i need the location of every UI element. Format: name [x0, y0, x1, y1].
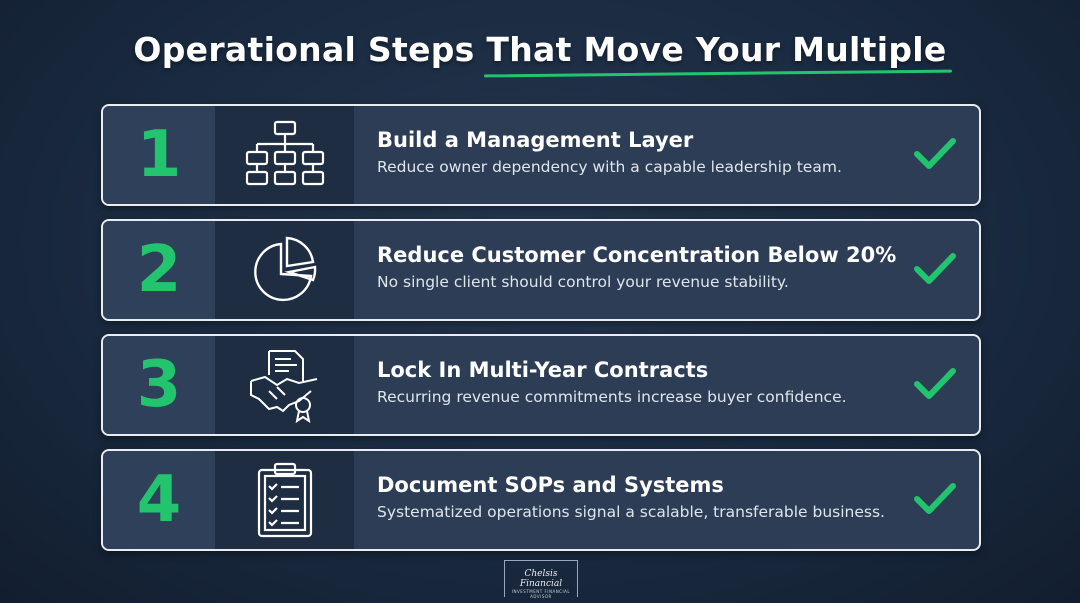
- logo-tagline: INVESTMENT FINANCIAL ADVISOR: [511, 589, 571, 599]
- step-number: 1: [103, 106, 215, 204]
- title-part: Operational Steps: [133, 30, 487, 69]
- page-title: Operational Steps That Move Your Multipl…: [0, 30, 1080, 69]
- step-number: 2: [103, 221, 215, 319]
- step-description: Systematized operations signal a scalabl…: [377, 503, 885, 521]
- checkmark-icon: [914, 253, 956, 284]
- org-chart-icon: [215, 106, 354, 204]
- brand-logo: Chelsis Financial INVESTMENT FINANCIAL A…: [504, 560, 578, 599]
- step-heading: Document SOPs and Systems: [377, 473, 724, 497]
- step-number: 3: [103, 336, 215, 434]
- clipboard-checklist-icon: [215, 451, 354, 549]
- step-heading: Lock In Multi-Year Contracts: [377, 358, 709, 382]
- logo-name: Chelsis Financial: [519, 569, 563, 589]
- checkmark-icon: [914, 138, 956, 169]
- step-heading: Reduce Customer Concentration Below 20%: [377, 243, 897, 267]
- checkmark-icon: [914, 368, 956, 399]
- step-number: 4: [103, 451, 215, 549]
- title-highlight: That Move Your Multiple: [486, 30, 947, 69]
- step-description: No single client should control your rev…: [377, 273, 789, 291]
- checkmark-icon: [914, 483, 956, 514]
- step-description: Recurring revenue commitments increase b…: [377, 388, 847, 406]
- pie-chart-icon: [215, 221, 354, 319]
- step-heading: Build a Management Layer: [377, 128, 694, 152]
- step-description: Reduce owner dependency with a capable l…: [377, 158, 842, 176]
- step-card-2: 2 Reduce Customer Concentration Below 20…: [101, 219, 981, 321]
- contract-handshake-icon: [215, 336, 354, 434]
